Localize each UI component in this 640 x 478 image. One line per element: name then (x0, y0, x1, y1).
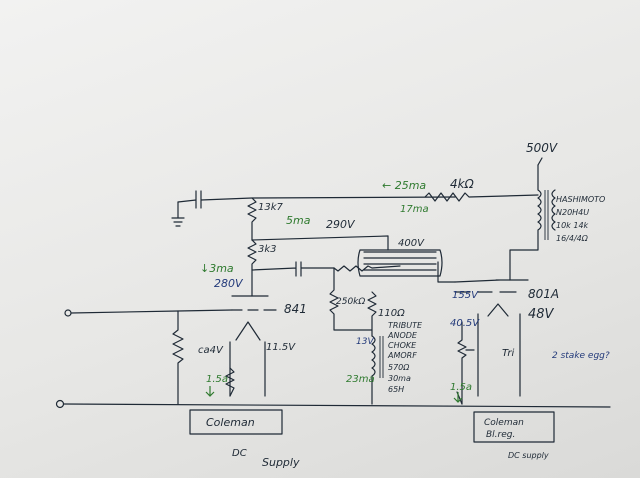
xfmr-line-1: HASHIMOTO (556, 195, 605, 204)
choke-line-6: 30ma (388, 374, 411, 383)
tube-841-label: 841 (284, 302, 307, 316)
current-3-label: ↓3ma (200, 262, 234, 275)
resistor-3k3 (247, 239, 257, 297)
box-right-label-1: Coleman (484, 418, 524, 428)
resistor-250k-top (333, 265, 401, 272)
current-23-label: 23ma (346, 374, 375, 385)
box-right-label-2: Bl.reg. (486, 430, 515, 440)
voltage-400-label: 400V (398, 238, 425, 249)
b-plus-node (537, 157, 543, 166)
coleman-box-left (189, 409, 283, 435)
resistor-4k-label: 4kΩ (450, 177, 475, 191)
tube-841-heater (229, 321, 266, 397)
current-15a-b-label: 1.5a (450, 382, 472, 393)
tube-801a-label: 801A (528, 287, 559, 301)
dc-right-label: DC supply (508, 451, 549, 460)
wiring (55, 157, 611, 409)
current-25-label: ← 25ma (382, 179, 426, 192)
top-rail (177, 190, 456, 209)
supply-left-label: Supply (262, 456, 300, 469)
transformer-notes: HASHIMOTO N20H4U 10k 14k 16/4/4Ω (556, 195, 605, 243)
xfmr-line-4: 16/4/4Ω (556, 234, 589, 243)
tube-801a-filament (477, 303, 521, 397)
resistor-3k3-label: 3k3 (258, 244, 277, 255)
xfmr-line-3: 10k 14k (556, 221, 589, 230)
resistor-250k-label: 250kΩ (336, 297, 365, 307)
resistor-4k (424, 192, 539, 202)
tube-801a (454, 279, 529, 293)
input-wire (70, 309, 233, 314)
driver-tube (363, 235, 437, 271)
grid-resistor (172, 310, 184, 405)
down-arrow-icon (453, 392, 463, 403)
coleman-box-right (473, 411, 555, 443)
transformer-core (544, 190, 549, 240)
input-terminal-icon (64, 309, 72, 317)
resistor-110 (367, 291, 377, 337)
cap-ground (171, 201, 185, 227)
box-left-label: Coleman (206, 416, 255, 429)
choke-line-7: 65H (388, 385, 404, 394)
node-290v (251, 235, 389, 241)
choke-line-5: 570Ω (388, 363, 410, 372)
xfmr-line-2: N20H4U (556, 208, 589, 217)
voltage-405-label: 40.5V (450, 318, 480, 329)
b-plus-label: 500V (526, 141, 558, 155)
output-transformer-primary (509, 164, 542, 281)
resistor-13k7 (247, 197, 257, 241)
tri-label: Tri (502, 348, 514, 359)
voltage-280-label: 280V (214, 277, 244, 290)
choke-notes: TRIBUTE ANODE CHOKE AMORF 570Ω 30ma 65H (387, 321, 423, 394)
output-transformer-secondary (551, 189, 556, 231)
staked-label: 2 stake egg? (552, 351, 610, 361)
current-5-label: 5ma (286, 214, 311, 227)
anode-choke (371, 335, 376, 405)
voltage-115-label: 11.5V (266, 342, 296, 353)
ground-rail (63, 403, 611, 408)
heater-resistor (225, 367, 235, 397)
current-15a-label: 1.5a (206, 374, 228, 385)
driver-tube-envelope (357, 249, 443, 277)
tube-841 (231, 295, 277, 311)
choke-line-2: ANODE (387, 331, 418, 340)
driver-out (437, 261, 456, 283)
current-17-label: 17ma (400, 204, 429, 215)
voltage-290-label: 290V (326, 218, 356, 231)
voltage-c4-label: ca4V (198, 345, 224, 356)
ground-terminal-icon (55, 399, 65, 409)
resistor-13k7-label: 13k7 (258, 202, 284, 213)
choke-line-1: TRIBUTE (388, 321, 423, 330)
coupling-cap (251, 261, 335, 277)
choke-line-4: AMORF (387, 351, 417, 360)
resistor-250k (329, 267, 373, 331)
down-arrow-icon (205, 386, 215, 397)
resistor-110-label: 110Ω (378, 308, 405, 319)
voltage-155-label: 155V (452, 290, 479, 301)
choke-core (379, 336, 384, 378)
voltage-48-label: 48V (528, 307, 555, 322)
choke-line-3: CHOKE (388, 341, 417, 350)
dc-left-label: DC (232, 448, 247, 459)
voltage-13-label: 13V (356, 337, 374, 347)
